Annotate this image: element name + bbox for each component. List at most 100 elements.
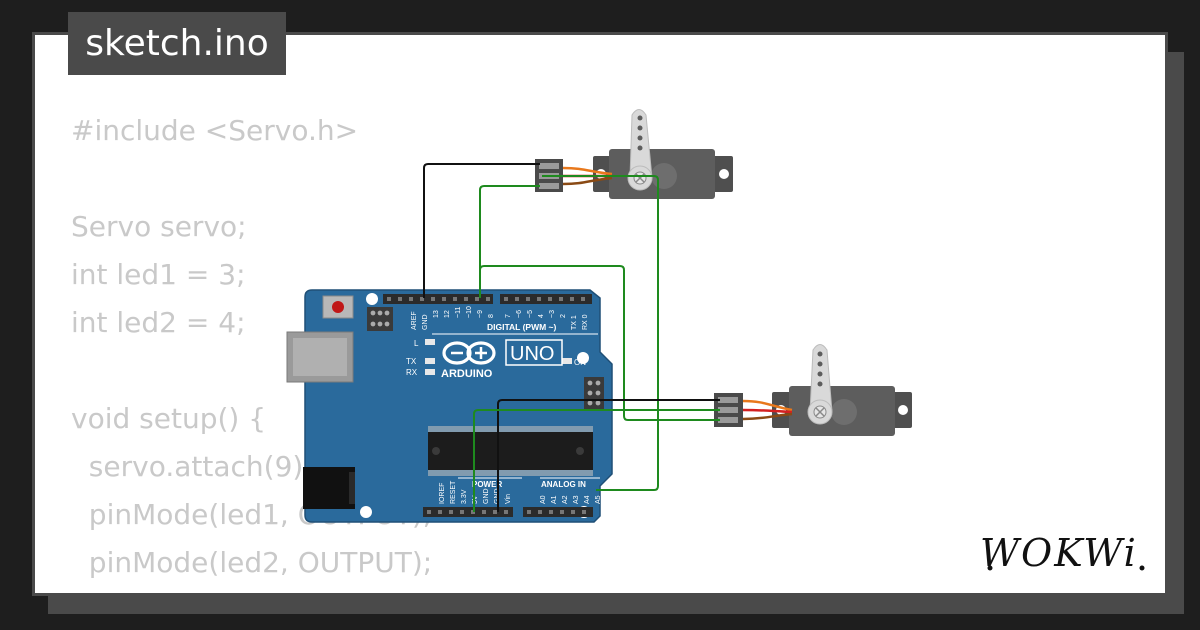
- servo-top-horn-hole: [637, 135, 643, 141]
- pin-label-5: ~5: [527, 310, 534, 318]
- analog-header: [523, 507, 593, 517]
- pin-label-ioref: IOREF: [439, 483, 446, 504]
- led-tx: [425, 358, 435, 364]
- analog-pin-labels: A0 A1 A2 A3 A4 A5: [540, 495, 602, 504]
- pin-label-9: ~9: [477, 310, 484, 318]
- code-line: pinMode(led2, OUTPUT);: [88, 546, 433, 579]
- wire-5v-to-servo-right: [473, 409, 720, 512]
- usb-connector-face: [293, 338, 347, 376]
- servo-top-mount-hole-right: [719, 169, 729, 179]
- wire-pin9-to-servo-top-signal: [479, 185, 540, 298]
- pin-label-2: 2: [560, 314, 567, 318]
- arduino-brand-label: ARDUINO: [441, 368, 493, 380]
- pin-label-8: 8: [488, 314, 495, 318]
- pin-label-13: 13: [433, 310, 440, 318]
- code-line: void setup() {: [71, 402, 267, 435]
- wire-gnd-to-servo-top: [423, 163, 540, 298]
- uno-model-label: UNO: [510, 343, 554, 365]
- servo-top-horn-hole: [637, 115, 643, 121]
- code-preview: #include <Servo.h> Servo servo; int led1…: [71, 107, 433, 593]
- digital-header-label: DIGITAL (PWM ~): [487, 322, 557, 332]
- pin-label-6: ~6: [516, 310, 523, 318]
- power-jack: [303, 467, 355, 509]
- led-rx: [425, 369, 435, 375]
- pin-label-10: ~10: [466, 306, 473, 318]
- wokwi-logo-text: WOKWi: [980, 531, 1138, 575]
- led-rx-label: RX: [406, 368, 418, 377]
- servo-right-mount-hole-right: [898, 405, 908, 415]
- servo-right-cable-red: [742, 408, 793, 414]
- pin-label-gnd1: GND: [483, 488, 490, 504]
- pin-label-3v3: 3.3V: [461, 489, 468, 504]
- wire-servo-top-vcc-to-5v: [542, 175, 659, 491]
- power-jack-tip: [349, 472, 355, 504]
- analog-header-label: ANALOG IN: [541, 480, 586, 489]
- servo-top-horn-hole: [637, 125, 643, 131]
- analog-header-pins: [527, 510, 586, 514]
- servo-motor-top: [535, 109, 733, 199]
- servo-right-horn: [809, 344, 833, 413]
- pin-label-a0: A0: [540, 495, 547, 504]
- mounting-hole: [366, 293, 378, 305]
- led-l-label: L: [414, 339, 419, 348]
- servo-right-cable-orange: [742, 399, 793, 412]
- servo-right-horn-hole: [817, 361, 823, 367]
- led-on-label: ON: [574, 358, 586, 367]
- file-tab[interactable]: sketch.ino: [68, 12, 286, 75]
- pin-label-vin: Vin: [505, 494, 512, 504]
- mounting-hole: [577, 352, 589, 364]
- servo-top-horn: [629, 109, 653, 179]
- led-l: [425, 339, 435, 345]
- servo-right-horn-hole: [817, 381, 823, 387]
- pin-label-4: 4: [538, 314, 545, 318]
- led-on: [562, 358, 572, 364]
- wires: [423, 163, 720, 512]
- servo-right-gear-boss: [831, 399, 857, 425]
- pin-label-gnd: GND: [422, 314, 429, 330]
- microcontroller-chip: [428, 426, 593, 476]
- pin-label-5v: 5V: [472, 495, 479, 504]
- digital-pin-labels: AREF GND 13 12 ~11 ~10 ~9 8 7 ~6 ~5 4 ~3…: [411, 306, 589, 330]
- servo-right-horn-hole: [817, 351, 823, 357]
- code-line: int led1 = 3;: [71, 258, 246, 291]
- wokwi-logo: WOKWi: [980, 531, 1145, 575]
- pin-label-a3: A3: [573, 495, 580, 504]
- servo-top-cable-orange: [562, 166, 613, 176]
- reset-button-cap[interactable]: [332, 301, 344, 313]
- led-tx-label: TX: [406, 357, 417, 366]
- pin-label-rx0: RX 0: [582, 314, 589, 330]
- icsp-header-top: [367, 307, 393, 331]
- arduino-uno-board: AREF GND 13 12 ~11 ~10 ~9 8 7 ~6 ~5 4 ~3…: [286, 289, 613, 523]
- digital-header-right-pins: [504, 297, 585, 301]
- pin-label-reset: RESET: [450, 480, 457, 504]
- pin-label-tx1: TX 1: [571, 315, 578, 330]
- digital-header-left: [383, 294, 493, 304]
- power-header: [423, 507, 513, 517]
- pin-label-a1: A1: [551, 495, 558, 504]
- servo-right-horn-hole: [817, 371, 823, 377]
- arduino-infinity-icon: [442, 341, 496, 365]
- pin-label-a5: A5: [595, 495, 602, 504]
- mounting-hole: [360, 506, 372, 518]
- wokwi-logo-dot: [987, 565, 993, 571]
- power-header-label: POWER: [472, 480, 502, 489]
- servo-motor-right: [714, 344, 912, 436]
- code-line: #include <Servo.h>: [71, 114, 359, 147]
- pin-label-11: ~11: [455, 307, 462, 318]
- code-line: servo.attach(9);: [88, 450, 313, 483]
- digital-header-right: [500, 294, 592, 304]
- digital-header-left-pins: [387, 297, 490, 301]
- pin-label-12: 12: [444, 310, 451, 318]
- icsp-header-right: [584, 377, 604, 409]
- servo-top-horn-hole: [637, 145, 643, 151]
- code-line: Servo servo;: [71, 210, 247, 243]
- pin-label-a2: A2: [562, 495, 569, 504]
- wokwi-logo-dot: [1139, 565, 1145, 571]
- pin-label-a4: A4: [584, 495, 591, 504]
- servo-right-cable-brown: [742, 412, 793, 421]
- servo-top-cable-brown: [562, 176, 613, 186]
- pin-label-7: 7: [505, 314, 512, 318]
- pin-label-3: ~3: [549, 310, 556, 318]
- code-line: int led2 = 4;: [71, 306, 246, 339]
